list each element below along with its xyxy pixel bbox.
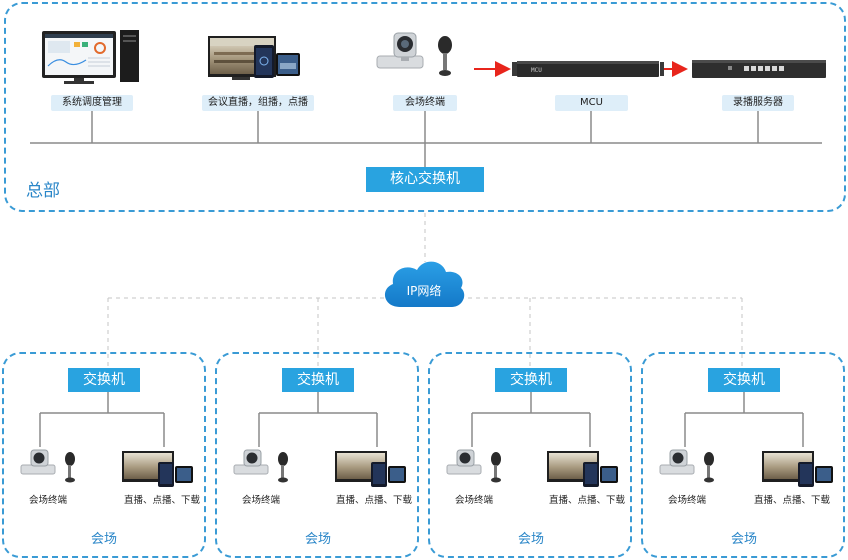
venue-4-camera-mic-icon	[659, 449, 714, 483]
venue-4-terminal-label: 会场终端	[667, 495, 706, 506]
headquarters-region	[4, 2, 846, 212]
recording-server-icon	[692, 60, 826, 78]
venue-4-label: 会场	[730, 532, 757, 547]
network-dashed-lines	[107, 213, 743, 368]
venue-3-camera-mic-icon	[446, 449, 501, 483]
venue-1-display-tablet-icon	[122, 451, 193, 487]
system-mgmt-label: 系统调度管理	[51, 95, 133, 111]
display-tablet-icon	[208, 36, 300, 80]
venue-1-terminal-label: 会场终端	[28, 495, 67, 506]
venue-region-2	[215, 352, 419, 558]
venue-2-camera-mic-icon	[233, 449, 288, 483]
venue-1-camera-mic-icon	[20, 449, 75, 483]
venue-1-label: 会场	[90, 532, 117, 547]
venue-tree-lines	[39, 392, 804, 447]
venue-3-media-label: 直播、点播、下载	[548, 495, 625, 506]
core-switch-label: 核心交换机	[366, 167, 484, 192]
venue-2-display-tablet-icon	[335, 451, 406, 487]
venue-3-terminal-label: 会场终端	[454, 495, 493, 506]
venue-3-display-tablet-icon	[547, 451, 618, 487]
hq-bus-lines	[30, 110, 822, 167]
venue-3-switch-label: 交换机	[495, 368, 567, 392]
venue-1-switch-label: 交换机	[68, 368, 140, 392]
venue-4-switch-label: 交换机	[708, 368, 780, 392]
venue-2-media-label: 直播、点播、下载	[335, 495, 412, 506]
venue-2-terminal-label: 会场终端	[241, 495, 280, 506]
venue-4-display-tablet-icon	[762, 451, 833, 487]
terminal-label: 会场终端	[393, 95, 457, 111]
mcu-label: MCU	[555, 95, 628, 111]
venue-region-3	[428, 352, 632, 558]
venue-2-label: 会场	[304, 532, 331, 547]
venue-region-1	[2, 352, 206, 558]
cloud-icon	[384, 261, 465, 307]
mcu-chassis-text: MCU	[531, 67, 542, 74]
ip-network-label: IP网络	[406, 284, 442, 298]
computer-icon	[42, 30, 139, 84]
headquarters-label: 总部	[26, 181, 60, 201]
mcu-rack-icon	[512, 61, 664, 77]
venue-4-media-label: 直播、点播、下载	[753, 495, 830, 506]
venue-region-4	[641, 352, 845, 558]
live-record-label: 会议直播，组播，点播	[202, 95, 314, 111]
venue-3-label: 会场	[517, 532, 544, 547]
camera-mic-icon	[376, 32, 452, 76]
venue-2-switch-label: 交换机	[282, 368, 354, 392]
recording-label: 录播服务器	[722, 95, 794, 111]
venue-1-media-label: 直播、点播、下载	[123, 495, 200, 506]
